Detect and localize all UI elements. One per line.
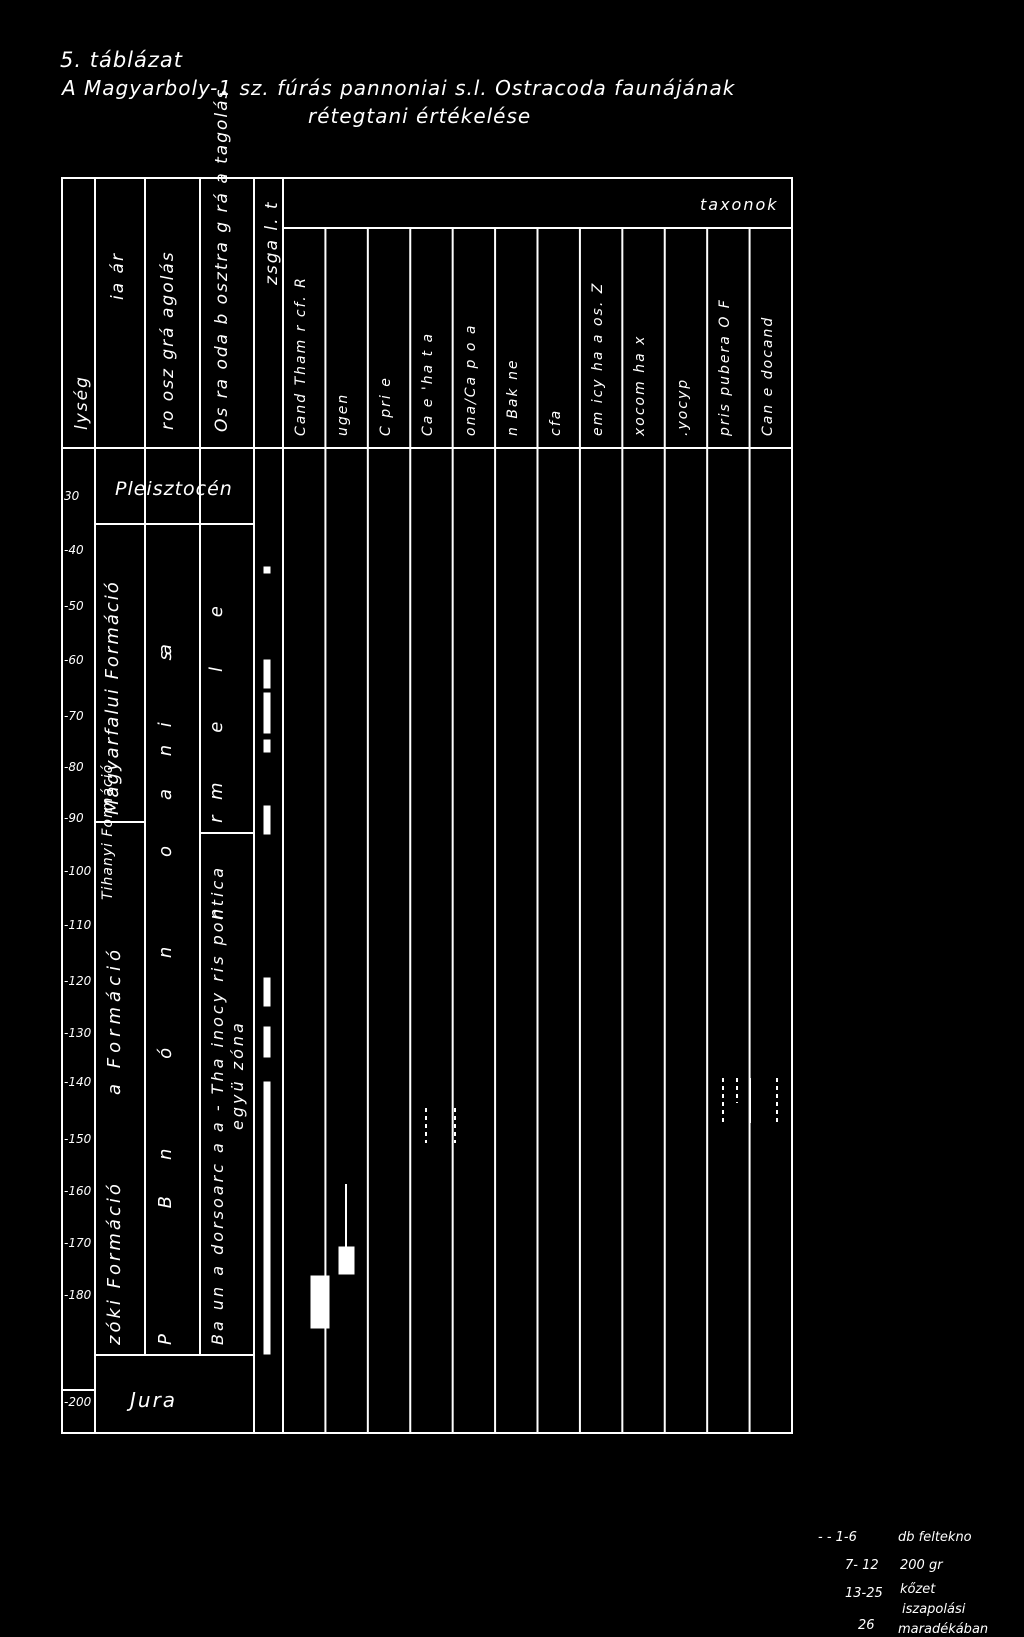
legend-r3: 13-25 [845, 1586, 883, 1601]
strat-jura: Jura [130, 1388, 178, 1412]
depth-label: -50 [64, 599, 84, 613]
legend-b2: 200 gr [900, 1558, 943, 1573]
taxon-label: xocom ha x [632, 334, 649, 436]
count-mark [263, 1026, 271, 1058]
legend-b3: kőzet [900, 1582, 936, 1597]
header-col3: ro osz grá agolás [158, 250, 178, 430]
caption-title: A Magyarboly-1 sz. fúrás pannoniai s.l. … [62, 76, 736, 100]
strat-col2-lower: a Formáció [104, 945, 125, 1095]
depth-label: -90 [64, 811, 84, 825]
count-mark [263, 692, 271, 734]
depth-label: -110 [64, 918, 92, 932]
taxon-label: em icy ha a os. Z [589, 281, 606, 436]
header-col4: Os ra oda b osztra g rá a tagolás [212, 87, 232, 432]
ostracoda-table-grid [61, 177, 793, 1434]
depth-label: -180 [64, 1288, 92, 1302]
header-col5: zsga l. t [262, 200, 282, 285]
count-mark [263, 659, 271, 689]
taxon-label: ona/Ca p o a [462, 323, 479, 436]
depth-label: -150 [64, 1132, 92, 1146]
strat-col4-c: Ba un a dorsoarc a a - Tha inocy ris pon… [208, 864, 227, 1345]
legend-r1: - - 1-6 [818, 1530, 857, 1545]
taxon-label: C pri e [377, 376, 394, 436]
taxon-label: Cand Tham r cf. R [293, 276, 309, 436]
header-col2: ia ár [108, 252, 128, 300]
header-taxa-title: taxonok [700, 195, 779, 214]
range-bar [310, 1275, 330, 1329]
caption-subtitle: rétegtani értékelése [308, 104, 532, 128]
depth-label: -40 [64, 543, 84, 557]
strat-col3-b: n ó n o n a [155, 602, 176, 1160]
count-mark [263, 977, 271, 1007]
depth-label: -80 [64, 760, 84, 774]
caption-number: 5. táblázat [60, 48, 183, 72]
range-bar [338, 1246, 355, 1275]
depth-label: -100 [64, 864, 92, 878]
count-mark [263, 805, 271, 835]
count-mark [263, 739, 271, 753]
legend-r2: 7- 12 [845, 1558, 879, 1573]
taxon-label: Ca e 'ha t a [420, 331, 437, 436]
count-mark [263, 566, 271, 574]
depth-label: -160 [64, 1184, 92, 1198]
legend-b1: db feltekno [898, 1530, 972, 1545]
depth-label: -60 [64, 653, 84, 667]
taxon-label: Can e docand [759, 315, 776, 436]
strat-col4-a: m e l e [206, 584, 227, 800]
depth-label: -130 [64, 1026, 92, 1040]
depth-label: -140 [64, 1075, 92, 1089]
legend-b5: maradékában [898, 1622, 989, 1637]
taxon-label: .yocyp [674, 377, 691, 436]
legend-r4: 26 [858, 1618, 875, 1633]
taxon-label: pris pubera O F [717, 298, 734, 436]
table-caption: 5. táblázat A Magyarboly-1 sz. fúrás pan… [0, 0, 1024, 140]
taxon-label: ugen [335, 392, 352, 436]
depth-label: -200 [64, 1395, 92, 1409]
strat-tihanyi: Tihanyi Formáció [100, 763, 116, 900]
strat-col3-c: P B [155, 1136, 176, 1345]
depth-label: 30 [64, 489, 80, 503]
depth-label: -170 [64, 1236, 92, 1250]
strat-pleisztocen: Pleisztocén [115, 478, 233, 500]
taxon-label: n Bak ne [505, 358, 522, 436]
strat-col4-d: együ zóna [228, 1020, 247, 1130]
table-frame [61, 177, 793, 1434]
depth-label: -120 [64, 974, 92, 988]
strat-col2-bottom: zóki Formáció [104, 1181, 125, 1345]
header-depth: lység [72, 375, 92, 430]
depth-label: -70 [64, 709, 84, 723]
legend-b4: iszapolási [902, 1602, 966, 1617]
count-mark [263, 1081, 271, 1355]
taxon-label: cfa [547, 408, 564, 436]
